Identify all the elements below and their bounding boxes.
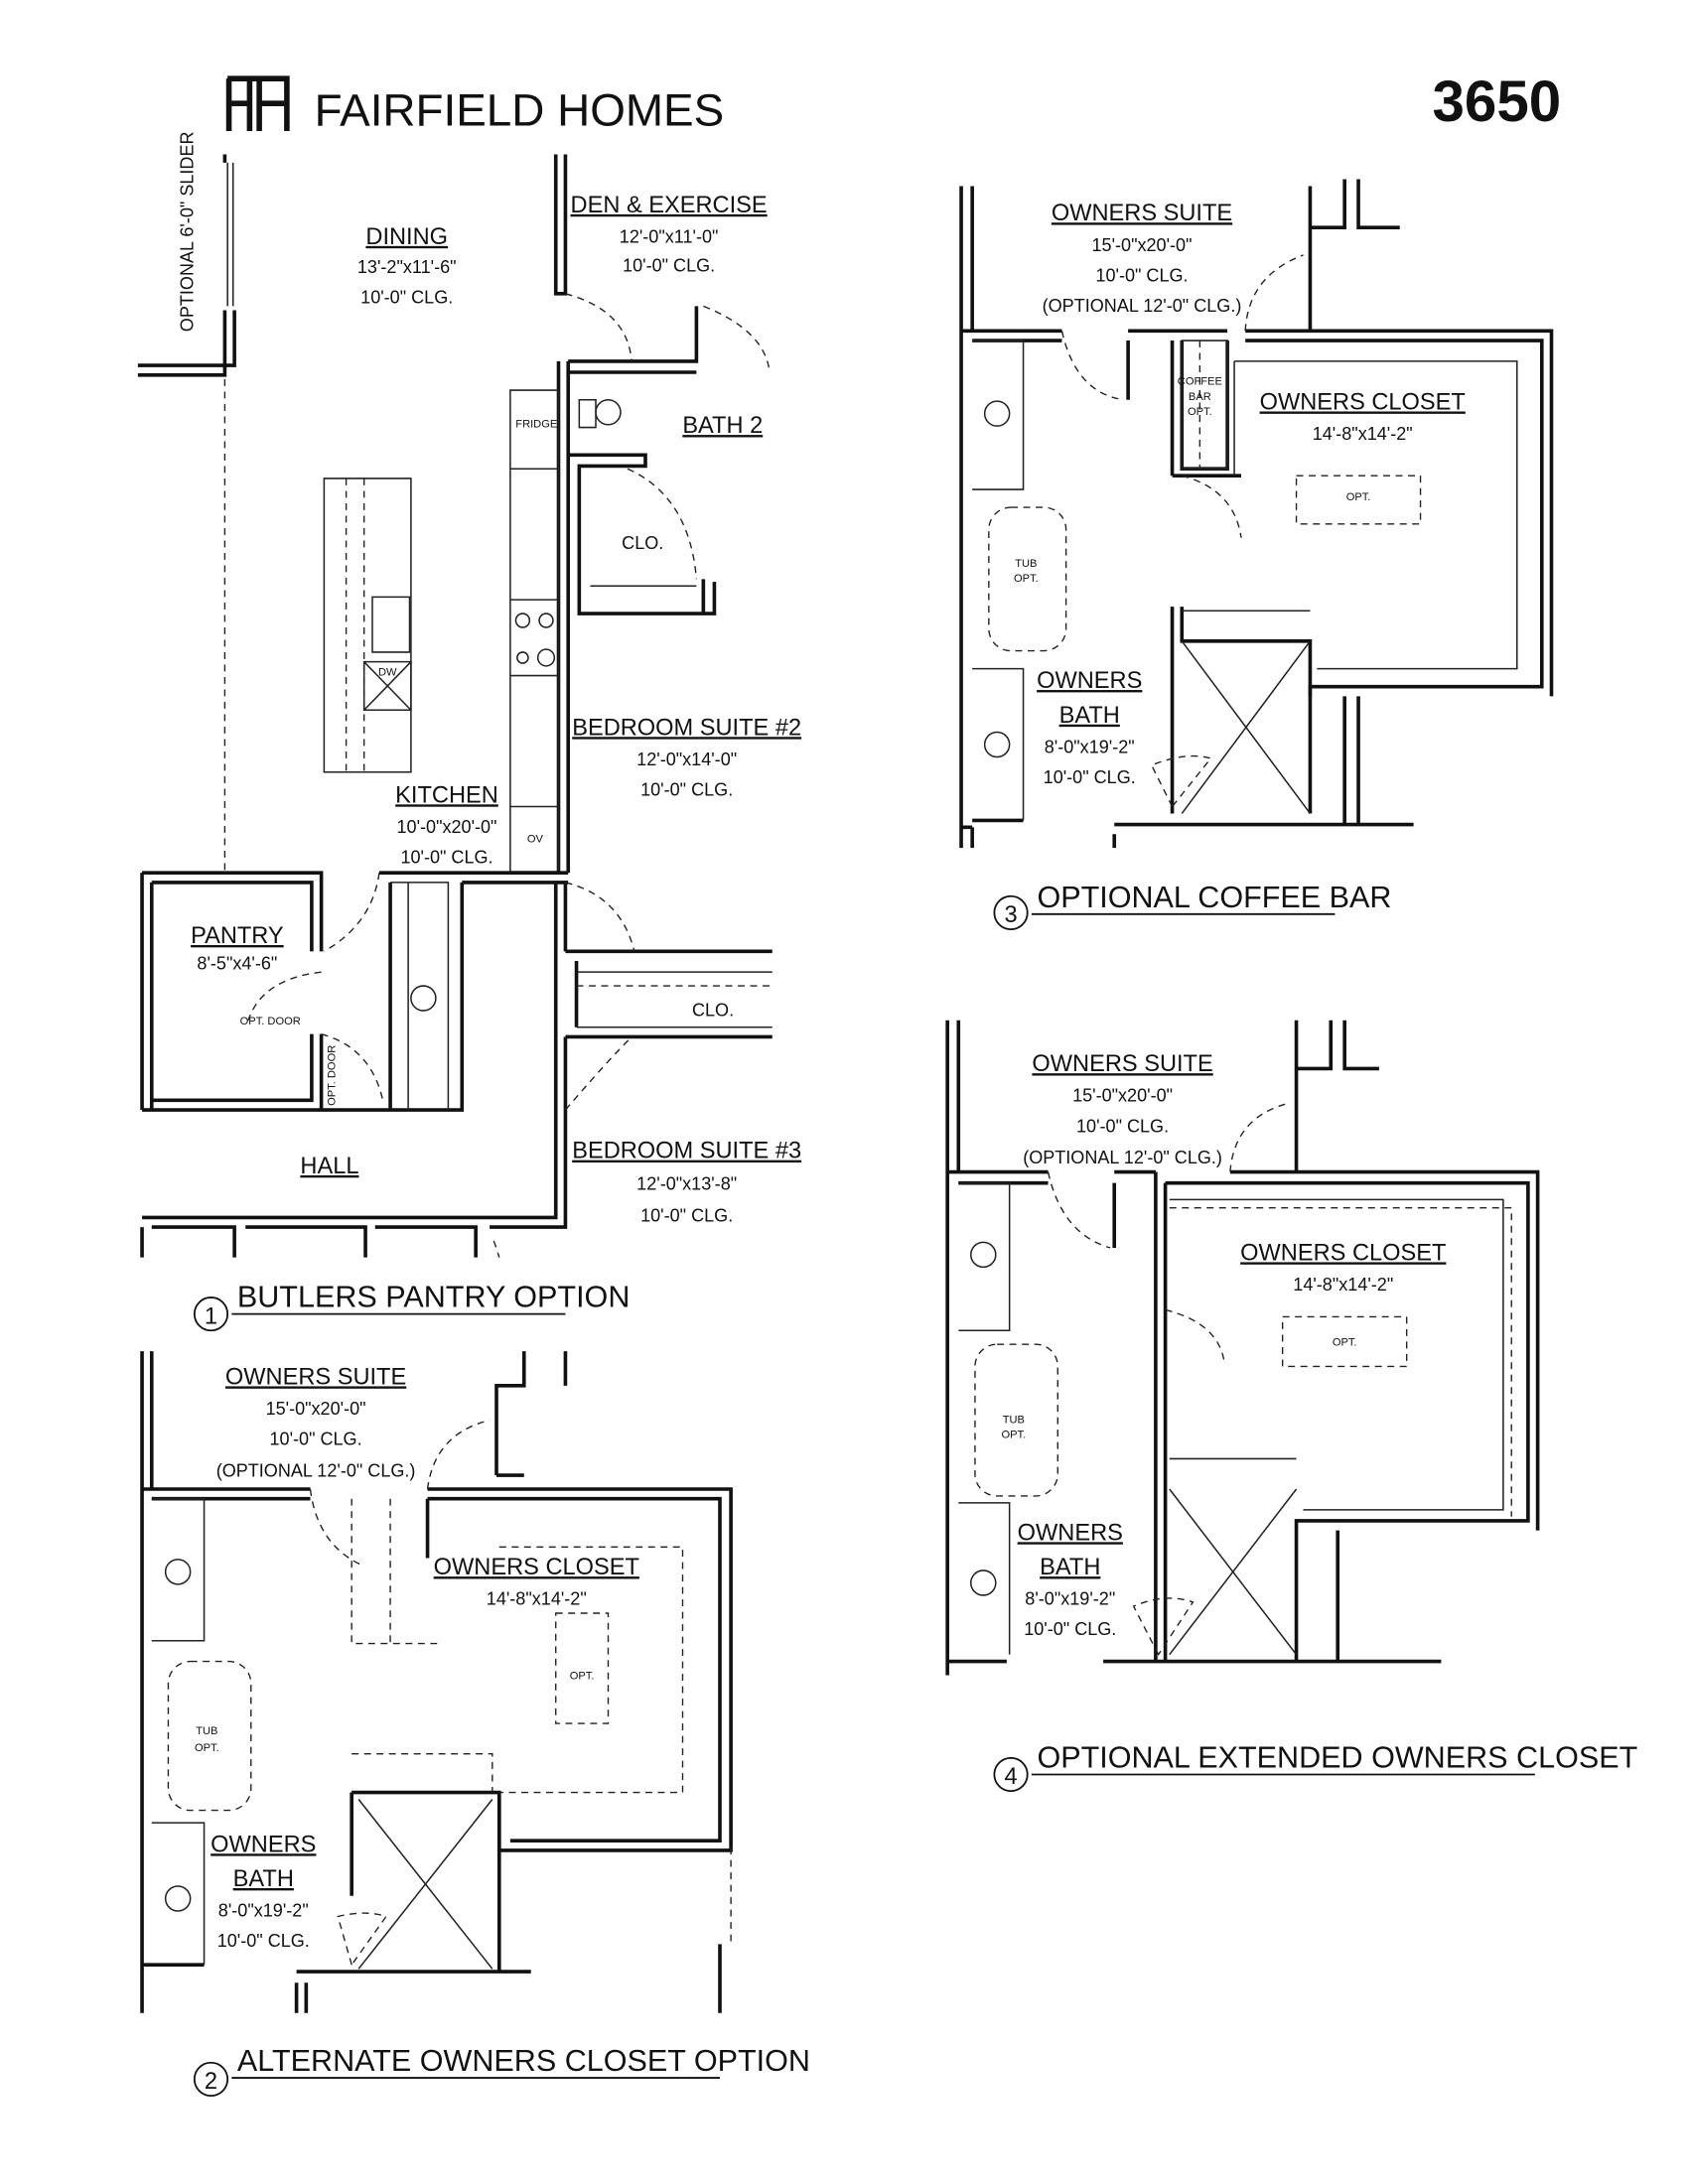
room-name-hall: HALL <box>300 1154 358 1179</box>
option2-plan <box>140 1351 733 2013</box>
opt-door-label: OPT. DOOR <box>240 1016 301 1027</box>
option-number: 2 <box>205 2069 217 2095</box>
room-ceiling-bedroom2: 10'-0" CLG. <box>640 779 733 799</box>
coffee-bar-label: COFFEE <box>1178 376 1222 388</box>
room-ceiling-owners-suite: 10'-0" CLG. <box>270 1430 362 1449</box>
option-caption: OPTIONAL COFFEE BAR <box>1037 881 1391 914</box>
closet-label-2: CLO. <box>692 1001 734 1021</box>
dishwasher-label: DW <box>378 667 397 679</box>
tub-label: TUB <box>196 1725 217 1737</box>
option-caption: OPTIONAL EXTENDED OWNERS CLOSET <box>1037 1741 1637 1775</box>
room-size-owners-closet: 14'-8"x14'-2" <box>1293 1275 1393 1295</box>
caption-option4: 4 OPTIONAL EXTENDED OWNERS CLOSET <box>993 1741 1637 1793</box>
option-caption: ALTERNATE OWNERS CLOSET OPTION <box>237 2044 810 2078</box>
room-size-kitchen: 10'-0"x20'-0" <box>397 817 497 837</box>
tub-label: TUB <box>1003 1414 1025 1426</box>
room-name-dining: DINING <box>365 224 448 250</box>
option1-plan <box>137 154 773 1258</box>
option-number: 3 <box>1004 902 1017 928</box>
opt-label: OPT. <box>1346 491 1371 503</box>
room-optional-ceiling: (OPTIONAL 12'-0" CLG.) <box>216 1461 416 1481</box>
brand-name: FAIRFIELD HOMES <box>315 84 725 135</box>
slider-note: OPTIONAL 6'-0" SLIDER <box>177 131 197 332</box>
room-name-owners-closet: OWNERS CLOSET <box>434 1555 639 1580</box>
closet-label: CLO. <box>622 533 663 553</box>
room-ceiling-owners-suite: 10'-0" CLG. <box>1076 1116 1169 1136</box>
room-size-owners-bath: 8'-0"x19'-2" <box>1025 1589 1115 1609</box>
option-number: 4 <box>1004 1764 1017 1790</box>
room-optional-ceiling: (OPTIONAL 12'-0" CLG.) <box>1023 1148 1222 1167</box>
room-ceiling-owners-bath: 10'-0" CLG. <box>1044 767 1136 787</box>
opt-label: OPT. <box>570 1671 595 1683</box>
room-size-den: 12'-0"x11'-0" <box>620 226 719 246</box>
room-name-owners-bath: BATH <box>1059 703 1120 729</box>
fairfield-logo-icon <box>225 75 290 131</box>
room-name-owners-bath: BATH <box>1040 1555 1100 1580</box>
room-name-owners-suite: OWNERS SUITE <box>1032 1051 1212 1077</box>
room-size-owners-suite: 15'-0"x20'-0" <box>1072 1086 1173 1106</box>
room-name-owners-suite: OWNERS SUITE <box>225 1364 406 1390</box>
coffee-bar-label: OPT. <box>1188 406 1212 418</box>
room-name-owners-bath: OWNERS <box>1018 1520 1123 1546</box>
room-ceiling-owners-bath: 10'-0" CLG. <box>1024 1619 1116 1639</box>
room-size-owners-closet: 14'-8"x14'-2" <box>487 1589 587 1609</box>
coffee-bar-label: BAR <box>1189 391 1211 403</box>
room-name-owners-bath: OWNERS <box>1037 668 1142 694</box>
room-optional-ceiling: (OPTIONAL 12'-0" CLG.) <box>1043 296 1242 316</box>
room-name-owners-closet: OWNERS CLOSET <box>1260 389 1466 415</box>
room-name-bath2: BATH 2 <box>682 413 763 439</box>
room-ceiling-owners-bath: 10'-0" CLG. <box>217 1931 310 1951</box>
option-caption: BUTLERS PANTRY OPTION <box>237 1281 631 1314</box>
room-ceiling-dining: 10'-0" CLG. <box>360 288 453 308</box>
plan-number: 3650 <box>1432 69 1561 134</box>
room-size-bedroom2: 12'-0"x14'-0" <box>636 750 737 769</box>
option3-plan <box>959 179 1554 849</box>
room-name-owners-bath: BATH <box>233 1866 294 1892</box>
caption-option3: 3 OPTIONAL COFFEE BAR <box>993 881 1391 931</box>
room-name-kitchen: KITCHEN <box>395 782 498 808</box>
room-ceiling-kitchen: 10'-0" CLG. <box>400 847 492 867</box>
room-name-pantry: PANTRY <box>191 923 284 949</box>
opt-label: OPT. <box>1333 1337 1357 1349</box>
fridge-label: FRIDGE <box>515 419 557 431</box>
tub-label: TUB <box>1015 558 1037 570</box>
room-ceiling-bedroom3: 10'-0" CLG. <box>640 1206 733 1226</box>
room-size-owners-suite: 15'-0"x20'-0" <box>1092 235 1193 255</box>
room-name-den: DEN & EXERCISE <box>571 193 768 218</box>
option4-plan <box>945 1020 1540 1676</box>
tub-label: OPT. <box>195 1742 219 1754</box>
oven-label: OV <box>527 834 544 846</box>
tub-label: OPT. <box>1014 573 1039 585</box>
room-size-owners-bath: 8'-0"x19'-2" <box>218 1901 309 1921</box>
option-number: 1 <box>205 1303 217 1329</box>
room-name-bedroom3: BEDROOM SUITE #3 <box>572 1139 801 1164</box>
room-size-bedroom3: 12'-0"x13'-8" <box>636 1174 737 1194</box>
room-ceiling-owners-suite: 10'-0" CLG. <box>1095 265 1188 285</box>
room-size-dining: 13'-2"x11'-6" <box>357 257 457 277</box>
room-name-owners-bath: OWNERS <box>211 1832 316 1857</box>
room-size-owners-closet: 14'-8"x14'-2" <box>1313 424 1413 444</box>
room-size-owners-bath: 8'-0"x19'-2" <box>1045 737 1135 756</box>
room-ceiling-den: 10'-0" CLG. <box>623 256 715 276</box>
tub-label: OPT. <box>1001 1430 1026 1441</box>
caption-option1: 1 BUTLERS PANTRY OPTION <box>193 1281 631 1332</box>
room-name-owners-suite: OWNERS SUITE <box>1052 201 1232 226</box>
caption-option2: 2 ALTERNATE OWNERS CLOSET OPTION <box>193 2044 810 2098</box>
room-name-owners-closet: OWNERS CLOSET <box>1240 1240 1446 1266</box>
room-size-pantry: 8'-5"x4'-6" <box>197 953 277 973</box>
room-size-owners-suite: 15'-0"x20'-0" <box>266 1399 366 1419</box>
opt-door-label-vertical: OPT. DOOR <box>327 1045 339 1106</box>
room-name-bedroom2: BEDROOM SUITE #2 <box>572 715 801 741</box>
